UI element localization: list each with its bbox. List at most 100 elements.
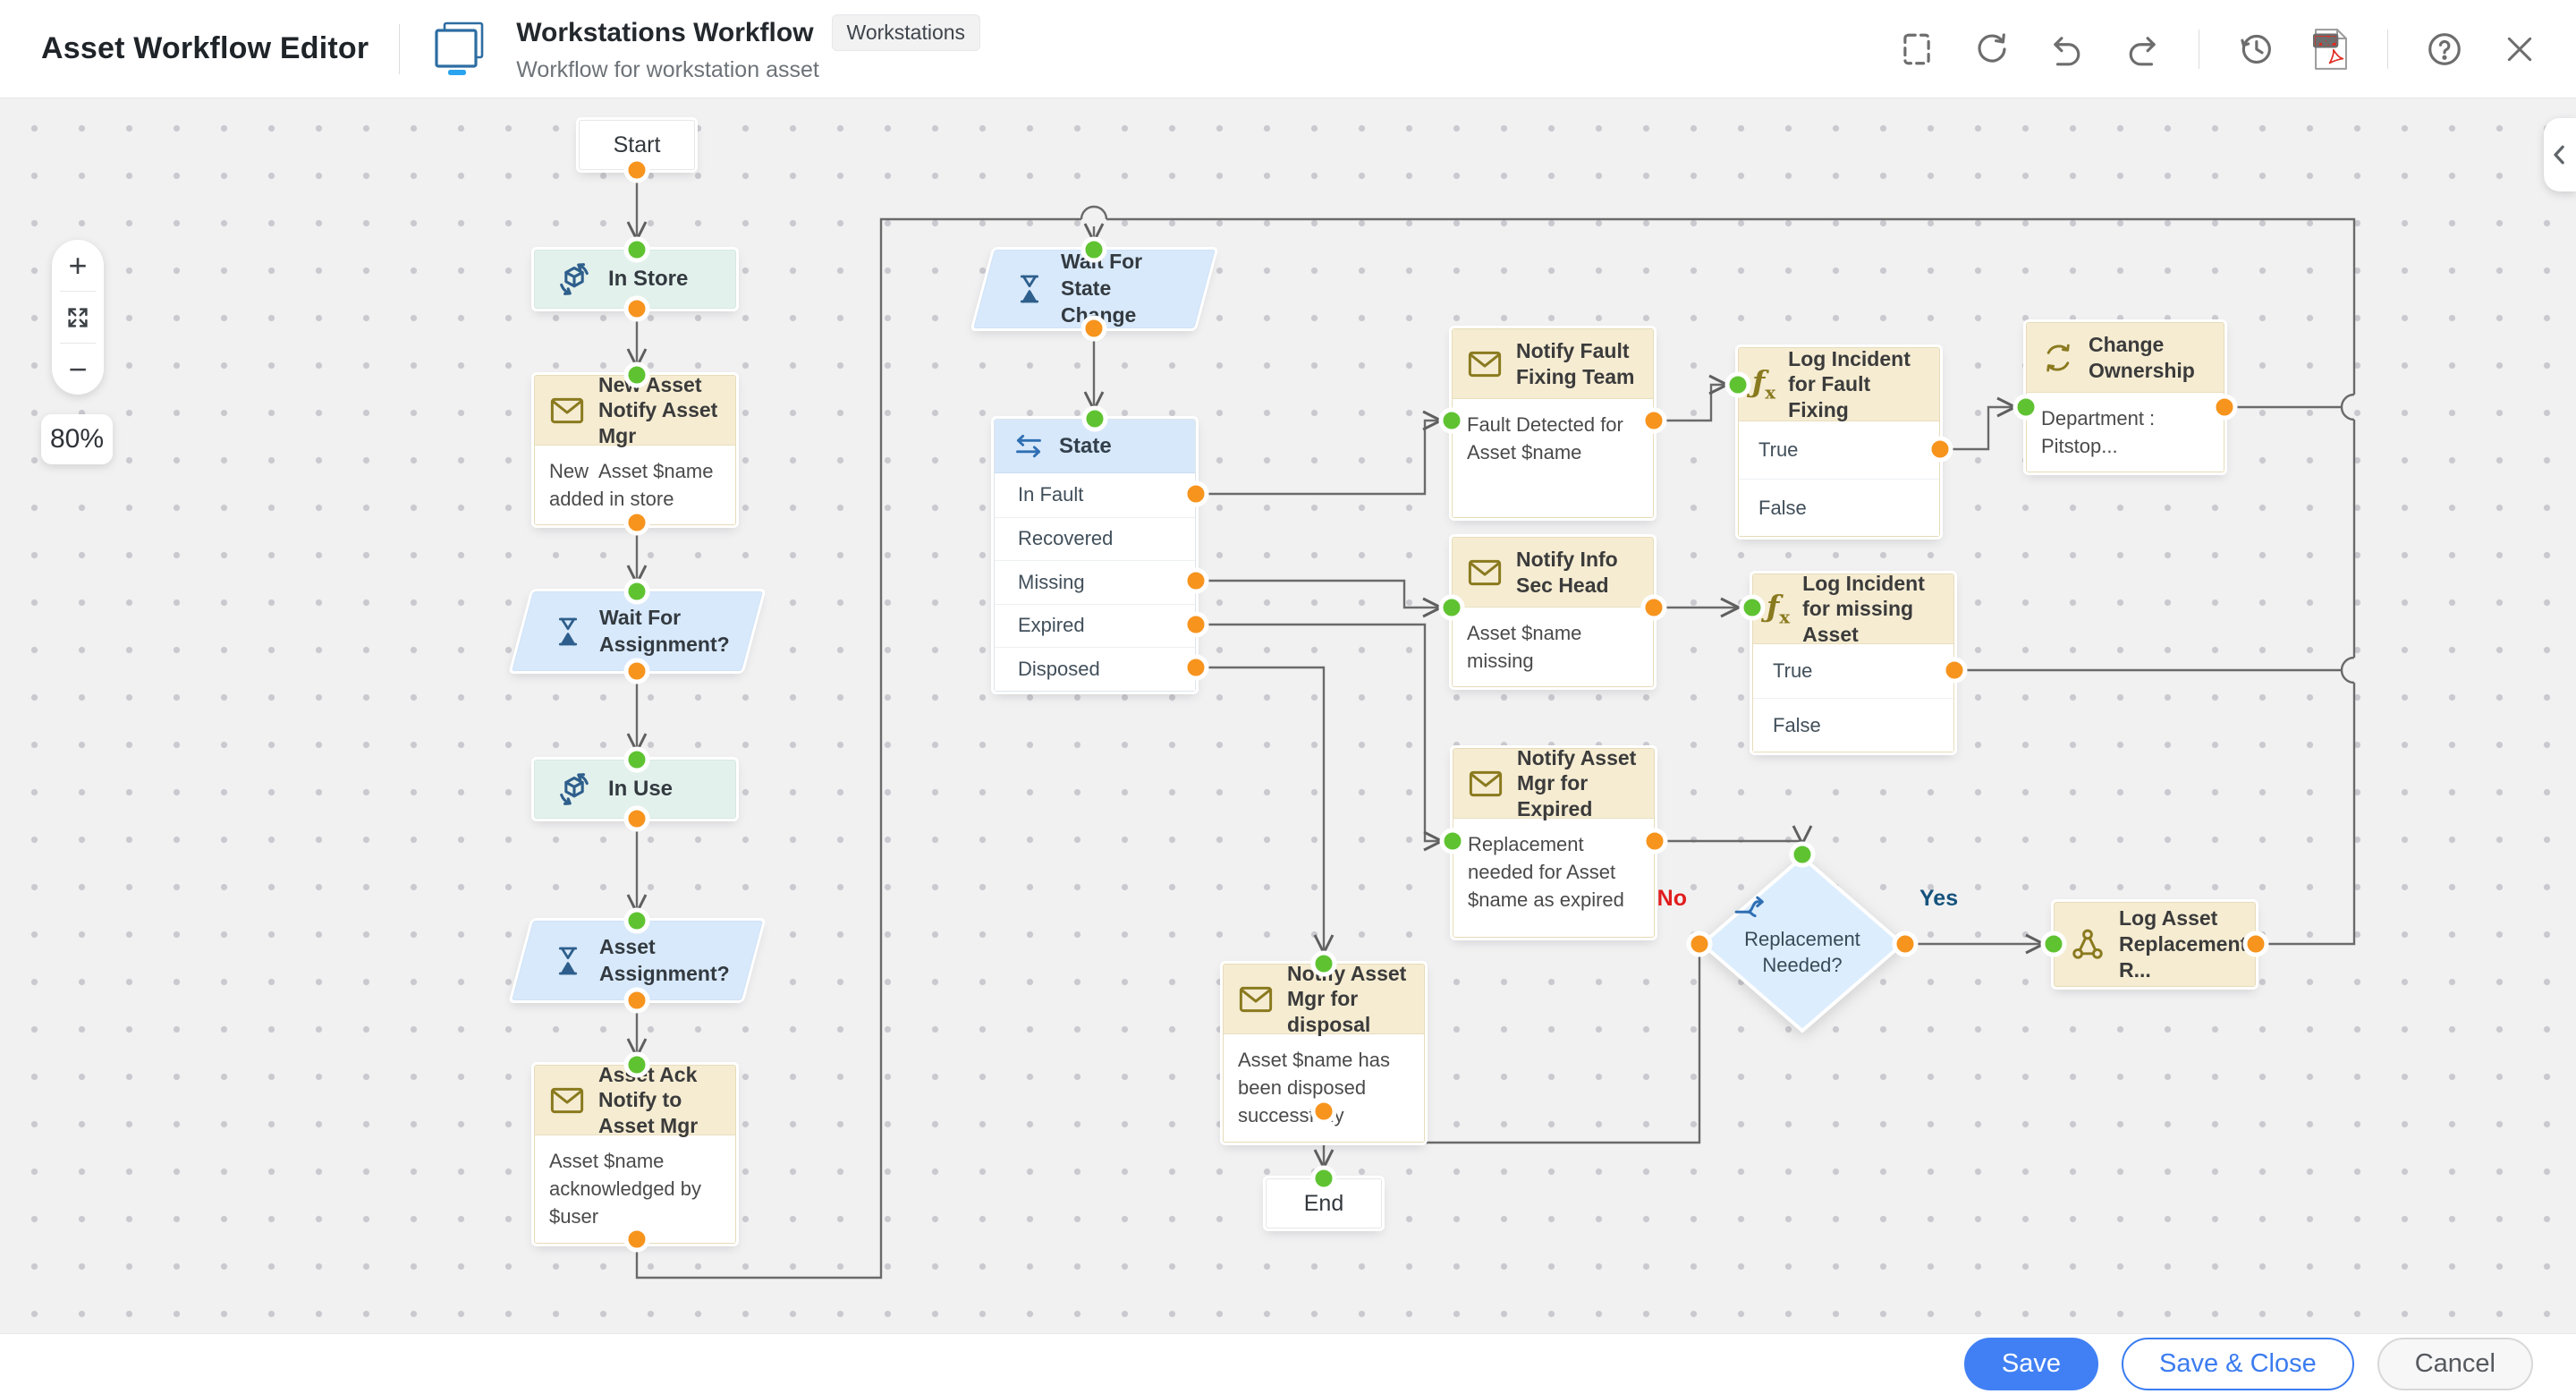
state-option-recovered[interactable]: Recovered [995,516,1195,560]
edge-connector [1654,374,1731,422]
node-title: Change Ownership [2089,333,2195,382]
edge-layer [626,170,2356,1279]
hourglass-icon [1012,271,1047,307]
hourglass-icon [550,614,586,650]
state-option-in-fault[interactable]: In Fault [995,473,1195,517]
page-title: Asset Workflow Editor [41,31,369,65]
redo-button[interactable] [2122,29,2163,70]
workflow-canvas[interactable]: Start In Store New Asset Notify Asset Mg… [0,98,2576,1333]
node-change-ownership[interactable]: Change Ownership Department : Pitstop... [2026,322,2224,473]
workflow-meta: Workstations Workflow Workstations Workf… [516,14,981,83]
node-title: Notify Asset Mgr for disposal [1287,962,1407,1036]
node-notify-fault-fixing[interactable]: Notify Fault Fixing Team Fault Detected … [1452,328,1654,518]
node-log-incident-missing[interactable]: ƒx Log Incident for missing Asset True F… [1752,572,1954,752]
state-option-disposed[interactable]: Disposed [995,647,1195,691]
branch-false[interactable]: False [1753,698,1953,752]
cancel-button[interactable]: Cancel [2377,1338,2533,1390]
marquee-select-button[interactable] [1896,29,1937,70]
edge-no-branch [1327,944,1701,1144]
node-body: Fault Detected for Asset $name [1453,399,1653,517]
node-in-store[interactable]: In Store [534,250,736,309]
node-title: State [1059,433,1112,458]
fit-screen-button[interactable] [52,292,104,343]
divider [60,343,96,344]
node-body: Asset $name acknowledged by $user [535,1135,735,1243]
node-notify-disposal[interactable]: Notify Asset Mgr for disposal Asset $nam… [1223,962,1425,1143]
node-log-asset-replacement[interactable]: Log Asset Replacement R... [2054,902,2256,987]
function-icon: ƒx [1752,364,1776,404]
node-label: In Store [608,267,689,291]
zoom-in-button[interactable]: + [68,246,88,284]
cycle-icon [2040,340,2076,376]
edge-expired [1196,623,1445,852]
branch-true[interactable]: True [1753,644,1953,698]
close-button[interactable] [2499,29,2540,70]
node-body: Asset $name missing [1453,608,1653,687]
node-body: New Asset $name added in store [535,446,735,525]
email-icon [1237,981,1275,1018]
switch-icon [1011,429,1046,464]
collapse-panel-button[interactable] [2544,118,2576,191]
email-icon [1466,345,1504,383]
workflow-tag-badge: Workstations [831,14,981,51]
divider [60,291,96,292]
toolbar: PDF [1896,28,2540,70]
history-button[interactable] [2235,29,2276,70]
branch-no-label: No [1657,886,1687,911]
node-label: Start [613,132,661,157]
function-icon: ƒx [1767,589,1791,628]
save-close-button[interactable]: Save & Close [2122,1338,2354,1390]
node-title: Log Incident for Fault Fixing [1788,347,1911,421]
edge-hop [1080,205,1108,220]
email-icon [1467,765,1504,803]
edge-true-to-changeownership [1940,396,2019,451]
export-pdf-button[interactable]: PDF [2310,28,2351,70]
state-option-missing[interactable]: Missing [995,560,1195,604]
state-option-expired[interactable]: Expired [995,603,1195,647]
branch-false[interactable]: False [1739,479,1939,536]
node-replacement-needed[interactable]: Replacement Needed? [1699,854,1905,1033]
node-body: Department : Pitstop... [2027,393,2224,472]
refresh-button[interactable] [1971,29,2012,70]
edge-connector [1655,825,1813,847]
workflow-title: Workstations Workflow [516,17,814,47]
node-in-use[interactable]: In Use [534,760,736,819]
zoom-out-button[interactable]: − [68,350,88,387]
node-title: Asset Ack Notify to Asset Mgr [598,1063,699,1137]
node-title: Log Incident for missing Asset [1802,572,1925,646]
node-wait-for-state-change[interactable]: Wait For State Change [973,250,1216,328]
node-end[interactable]: End [1266,1178,1382,1228]
node-label: In Use [608,777,674,801]
node-title: Log Asset Replacement R... [2119,906,2248,982]
edge-missing [1196,579,1445,618]
node-label: End [1303,1190,1344,1216]
email-icon [548,1082,586,1119]
node-asset-ack-notify[interactable]: Asset Ack Notify to Asset Mgr Asset $nam… [534,1063,736,1244]
node-start[interactable]: Start [579,120,695,170]
node-state-switch[interactable]: State In Fault Recovered Missing Expired… [994,419,1196,692]
node-wait-for-assignment[interactable]: Wait For Assignment? [512,591,763,671]
chevron-left-icon [2546,141,2573,168]
node-title: Notify Info Sec Head [1516,548,1618,597]
toolbar-divider [2387,29,2388,69]
undo-button[interactable] [2046,29,2088,70]
node-label: Asset Assignment? [599,934,730,985]
node-asset-assignment[interactable]: Asset Assignment? [512,921,763,1000]
node-log-incident-fault[interactable]: ƒx Log Incident for Fault Fixing True Fa… [1738,347,1940,537]
edge-hop [2340,393,2355,421]
edge-trunk-return [2256,683,2356,946]
help-button[interactable] [2424,29,2465,70]
save-button[interactable]: Save [1963,1338,2099,1390]
node-notify-expired[interactable]: Notify Asset Mgr for Expired Replacement… [1453,746,1655,938]
workflow-subtitle: Workflow for workstation asset [516,57,819,82]
node-label: Replacement Needed? [1744,928,1860,977]
node-body: Asset $name has been disposed successful… [1224,1034,1424,1142]
asset-state-icon [555,769,594,809]
edge-hop [2340,656,2355,684]
node-label: Wait For Assignment? [599,605,730,656]
node-new-asset-notify[interactable]: New Asset Notify Asset Mgr New Asset $na… [534,373,736,526]
branch-true[interactable]: True [1739,421,1939,479]
node-title: Notify Fault Fixing Team [1516,339,1635,388]
node-notify-infosec[interactable]: Notify Info Sec Head Asset $name missing [1452,537,1654,688]
email-icon [1466,554,1504,591]
